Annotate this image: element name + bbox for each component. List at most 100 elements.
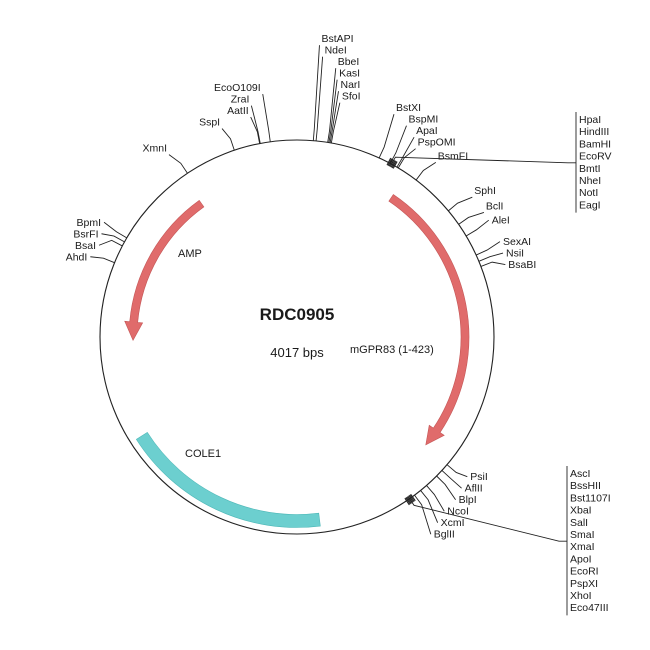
site-psii: PsiI: [446, 464, 488, 483]
site-label: ZraI: [231, 94, 250, 106]
cluster-connector: [391, 156, 576, 165]
cluster-hatch: [408, 495, 414, 503]
site-tick: [414, 494, 432, 535]
site-nsii: NsiI: [478, 248, 524, 262]
site-label: ApaI: [416, 125, 438, 137]
site-xmni: XmnI: [142, 143, 188, 174]
plasmid-length: 4017 bps: [270, 345, 324, 360]
site-blpi: BlpI: [436, 475, 477, 506]
site-label: BclI: [486, 201, 504, 213]
site-tick: [415, 161, 437, 181]
cluster-hatch: [386, 157, 392, 166]
cluster-site-label: EcoRI: [570, 566, 599, 578]
site-tick: [103, 221, 128, 239]
site-tick: [446, 464, 468, 478]
plasmid-name: RDC0905: [260, 305, 335, 324]
site-label: BsmFI: [438, 150, 468, 162]
site-bstxi: BstXI: [378, 102, 421, 159]
cluster-site-label: ApoI: [570, 553, 592, 565]
cluster-hatch: [391, 160, 397, 169]
site-label: BstXI: [396, 102, 421, 114]
cluster-site-label: AscI: [570, 468, 590, 480]
site-tick: [420, 490, 439, 523]
site-bglii: BglII: [414, 494, 455, 541]
site-zrai: ZraI: [231, 94, 261, 144]
site-bsai: BsaI: [75, 240, 123, 252]
site-bsrfi: BsrFI: [73, 228, 125, 243]
site-label: SfoI: [342, 91, 361, 103]
restriction-site-layer: BstAPINdeIBbeIKasINarISfoIBstXIBspMIApaI…: [66, 33, 537, 541]
site-tick: [250, 116, 261, 144]
cole1-label: COLE1: [185, 448, 221, 460]
cole1-feature: COLE1: [135, 431, 321, 528]
cluster-hatch: [387, 158, 393, 166]
site-tick: [436, 475, 456, 500]
site-tick: [315, 56, 324, 141]
site-label: AflII: [465, 483, 483, 495]
site-sexai: SexAI: [475, 236, 531, 256]
cluster-site-label: BamHI: [579, 138, 611, 150]
cluster-site-label: XbaI: [570, 505, 592, 517]
site-label: AhdI: [66, 251, 88, 263]
site-label: NdeI: [325, 45, 347, 57]
cluster-site-label: XmaI: [570, 541, 595, 553]
mgpr83-arrow-shape: [388, 194, 470, 446]
site-tick: [329, 91, 339, 143]
cluster-hatch: [388, 158, 394, 167]
cluster-site-label: SmaI: [570, 529, 595, 541]
cluster-connector: [409, 498, 567, 542]
mgpr83-feature: mGPR83 (1-423): [350, 194, 470, 446]
site-tick: [262, 94, 271, 142]
site-bsabi: BsaBI: [480, 259, 536, 271]
site-label: BbeI: [338, 56, 360, 68]
site-label: BlpI: [459, 494, 477, 506]
site-tick: [480, 261, 506, 267]
cluster-hatch: [405, 497, 411, 505]
site-label: BpmI: [76, 217, 101, 229]
site-aatii: AatII: [227, 105, 261, 144]
cluster-site-label: Bst1107I: [570, 492, 611, 504]
site-sfoi: SfoI: [330, 91, 361, 144]
cole1-arrow-shape: [135, 431, 321, 528]
site-tick: [312, 45, 320, 141]
cluster-hatch: [410, 493, 416, 502]
cluster-site-label: NotI: [579, 187, 598, 199]
site-label: NarI: [341, 79, 361, 91]
site-tick: [441, 470, 462, 489]
cluster-site-label: EcoRV: [579, 151, 612, 163]
site-label: AleI: [492, 215, 510, 227]
site-alei: AleI: [465, 215, 510, 237]
site-label: AatII: [227, 105, 249, 117]
site-ndei: NdeI: [315, 45, 347, 141]
cluster-site-label: EagI: [579, 199, 601, 211]
site-sphi: SphI: [448, 185, 496, 212]
backbone-circle: [99, 139, 495, 535]
site-tick: [478, 252, 504, 262]
cluster-site-label: BmtI: [579, 163, 601, 175]
site-label: KasI: [339, 68, 360, 80]
amp-feature: AMP: [124, 199, 205, 341]
site-tick: [475, 241, 501, 256]
amp-label: AMP: [178, 248, 202, 260]
cluster-site-label: BssHII: [570, 480, 601, 492]
site-aflii: AflII: [441, 470, 483, 495]
site-label: SspI: [199, 117, 220, 129]
cluster-bottom-site-list: AscIBssHIIBst1107IXbaISalISmaIXmaIApoIEc…: [404, 466, 611, 616]
cluster-site-label: SalI: [570, 517, 588, 529]
site-bstapi: BstAPI: [312, 33, 354, 141]
site-tick: [168, 154, 188, 174]
feature-layer: AMP mGPR83 (1-423) COLE1: [124, 194, 470, 528]
cluster-hatch: [406, 496, 412, 504]
site-tick: [448, 196, 473, 212]
site-tick: [378, 114, 395, 159]
mgpr83-label: mGPR83 (1-423): [350, 344, 434, 356]
cluster-hatch: [404, 497, 410, 506]
site-tick: [327, 68, 337, 143]
site-sspi: SspI: [199, 117, 235, 151]
site-tick: [101, 233, 125, 243]
site-kasi: KasI: [328, 68, 360, 143]
cluster-site-label: HpaI: [579, 114, 601, 126]
site-bbei: BbeI: [327, 56, 360, 143]
